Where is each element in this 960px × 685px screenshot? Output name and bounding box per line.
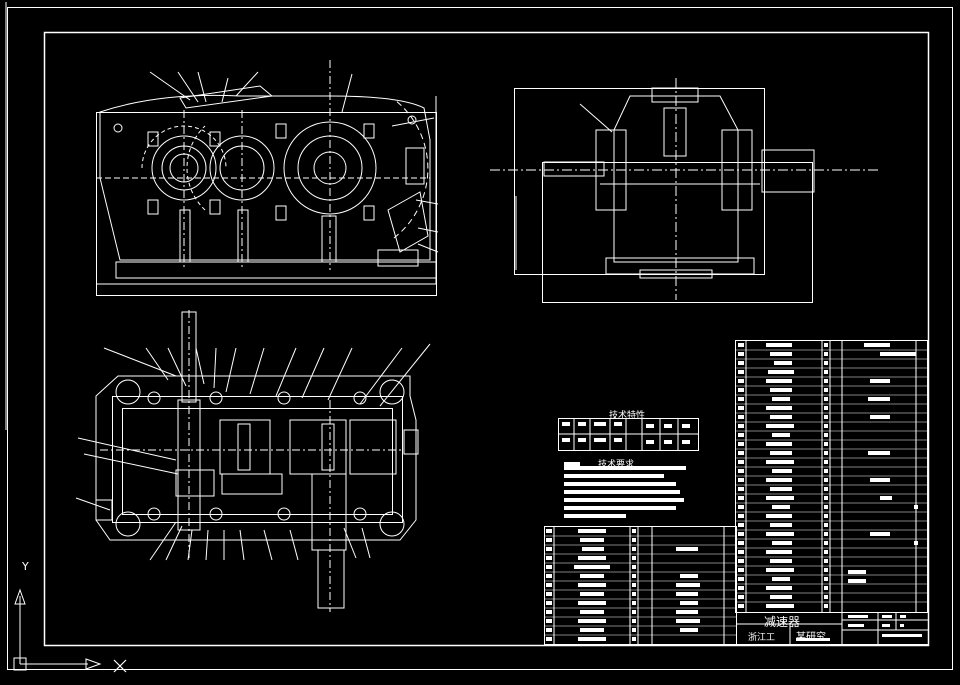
- top-section-view: [75, 310, 431, 612]
- ucs-icon: [13, 588, 102, 671]
- title-company-left: 浙江工: [748, 633, 776, 643]
- tech-requirements-text: [564, 462, 686, 518]
- crosshair-cursor[interactable]: [113, 659, 127, 673]
- sheet-outer-border: [7, 7, 953, 670]
- parts-list-right-text: [738, 343, 918, 608]
- title-company-right: 某研究: [796, 632, 826, 643]
- title-block: [736, 612, 929, 645]
- tech-spec-heading: 技术特性: [609, 411, 646, 421]
- parts-list-right-rows: [736, 349, 928, 603]
- tech-req-heading: 技术要求: [598, 460, 635, 470]
- parts-list-left: [544, 526, 737, 645]
- tech-spec-table: [558, 418, 699, 451]
- sheet-inner-frame: [43, 31, 930, 647]
- front-view: [96, 60, 439, 296]
- ucs-y-label: Y: [22, 560, 29, 573]
- parts-list-left-rows: [544, 535, 736, 636]
- title-block-small-text: [796, 615, 922, 641]
- drawing-title: 减速器: [764, 615, 801, 629]
- side-view: [490, 78, 880, 303]
- tech-spec-cells: [562, 422, 690, 444]
- parts-list-left-text: [546, 529, 700, 641]
